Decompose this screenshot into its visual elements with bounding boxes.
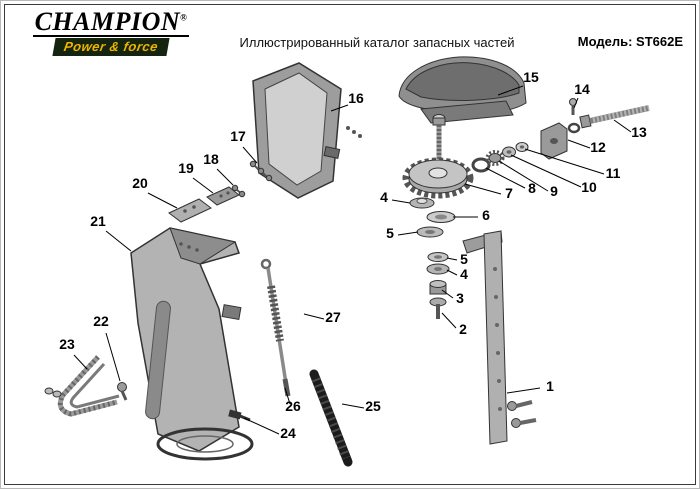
callout-leader-line [524, 148, 605, 175]
part-22-bolt [117, 382, 128, 401]
callout-leader-line [284, 387, 291, 405]
callout-leader-line [497, 85, 524, 96]
page-title: Иллюстрированный каталог запасных частей [239, 35, 515, 50]
callout-number-2: 2 [459, 321, 467, 337]
callout-leader-line [498, 160, 549, 192]
callout-leader-line [147, 192, 178, 209]
part-7-gear [402, 157, 474, 199]
callout-leader-line [243, 417, 280, 435]
callout-leader-line [105, 332, 121, 382]
part-4-washer-upper [409, 197, 435, 209]
brand-tagline: Power & force [52, 38, 170, 57]
part-11-washer [515, 142, 529, 152]
part-2-bolt [429, 297, 447, 319]
callout-number-25: 25 [365, 398, 381, 414]
part-1-handle-bar [462, 230, 537, 445]
model-label: Модель: ST662E [577, 34, 683, 49]
callout-number-5: 5 [460, 251, 468, 267]
callout-leader-line [341, 403, 365, 409]
brand-name: CHAMPION® [32, 7, 190, 38]
callout-leader-line [192, 177, 214, 194]
registered-mark: ® [180, 12, 188, 23]
part-26-rod-end [282, 378, 291, 397]
callout-leader-line [330, 104, 349, 112]
part-25-rod [309, 369, 353, 467]
callout-number-1: 1 [546, 378, 554, 394]
callout-number-10: 10 [581, 179, 597, 195]
callout-number-15: 15 [523, 69, 539, 85]
part-20-plate [168, 198, 212, 223]
callout-number-13: 13 [631, 124, 647, 140]
champion-logo: CHAMPION® Power & force [27, 7, 195, 57]
callout-number-27: 27 [325, 309, 341, 325]
callout-leader-line [567, 139, 591, 149]
callout-number-9: 9 [550, 183, 558, 199]
part-bolt-center [432, 114, 446, 159]
callout-number-17: 17 [230, 128, 246, 144]
part-8-circlip [471, 157, 491, 173]
part-10-washer [502, 146, 516, 158]
callout-leader-line [485, 167, 526, 189]
callout-leader-line [510, 154, 582, 188]
callout-number-23: 23 [59, 336, 75, 352]
callout-leader-line [216, 168, 234, 186]
part-19-plate [206, 186, 240, 206]
callout-leader-line [397, 231, 419, 236]
callout-number-4: 4 [460, 266, 468, 282]
callout-leader-line [441, 312, 457, 329]
callout-number-8: 8 [528, 180, 536, 196]
part-14-screw [569, 98, 577, 115]
part-4-washer-lower [426, 263, 450, 275]
callout-leader-line [105, 230, 132, 252]
part-18-screws [231, 184, 246, 198]
part-23-u-bar [44, 355, 120, 417]
callout-leader-line [446, 269, 458, 276]
callout-number-24: 24 [280, 425, 296, 441]
part-21-frame [130, 227, 254, 461]
callout-leader-line [446, 257, 458, 261]
callout-leader-line [573, 97, 579, 109]
callout-number-3: 3 [456, 290, 464, 306]
callout-number-20: 20 [132, 175, 148, 191]
callout-leader-line [303, 313, 325, 320]
callout-number-21: 21 [90, 213, 106, 229]
part-15-housing [398, 56, 527, 124]
part-6-washer [426, 211, 456, 223]
callout-leader-line [464, 183, 502, 195]
callout-leader-line [391, 199, 411, 204]
callout-number-19: 19 [178, 160, 194, 176]
callout-leader-line [441, 289, 454, 299]
part-5-washer-upper [416, 226, 444, 238]
callout-number-11: 11 [606, 165, 621, 181]
part-5-washer-lower [427, 252, 449, 262]
part-12-bracket [540, 122, 581, 160]
part-3-nut [429, 280, 447, 295]
part-13-bolt [579, 105, 650, 129]
callout-leader-line [73, 354, 88, 370]
part-16-shield [252, 62, 362, 199]
callout-number-5: 5 [386, 225, 394, 241]
part-27-rod-spring [260, 258, 289, 391]
part-9-sprocket [485, 150, 505, 166]
callout-number-16: 16 [348, 90, 364, 106]
part-17-screws [249, 160, 273, 182]
callout-number-22: 22 [93, 313, 109, 329]
callout-number-18: 18 [203, 151, 219, 167]
callout-number-14: 14 [574, 81, 590, 97]
callout-leader-line [613, 119, 632, 133]
callout-number-6: 6 [482, 207, 490, 223]
callout-number-4: 4 [380, 189, 388, 205]
callout-number-26: 26 [285, 398, 301, 414]
callout-leader-line [242, 146, 258, 164]
callout-number-12: 12 [590, 139, 606, 155]
callout-leader-line [506, 387, 541, 394]
callout-number-7: 7 [505, 185, 513, 201]
